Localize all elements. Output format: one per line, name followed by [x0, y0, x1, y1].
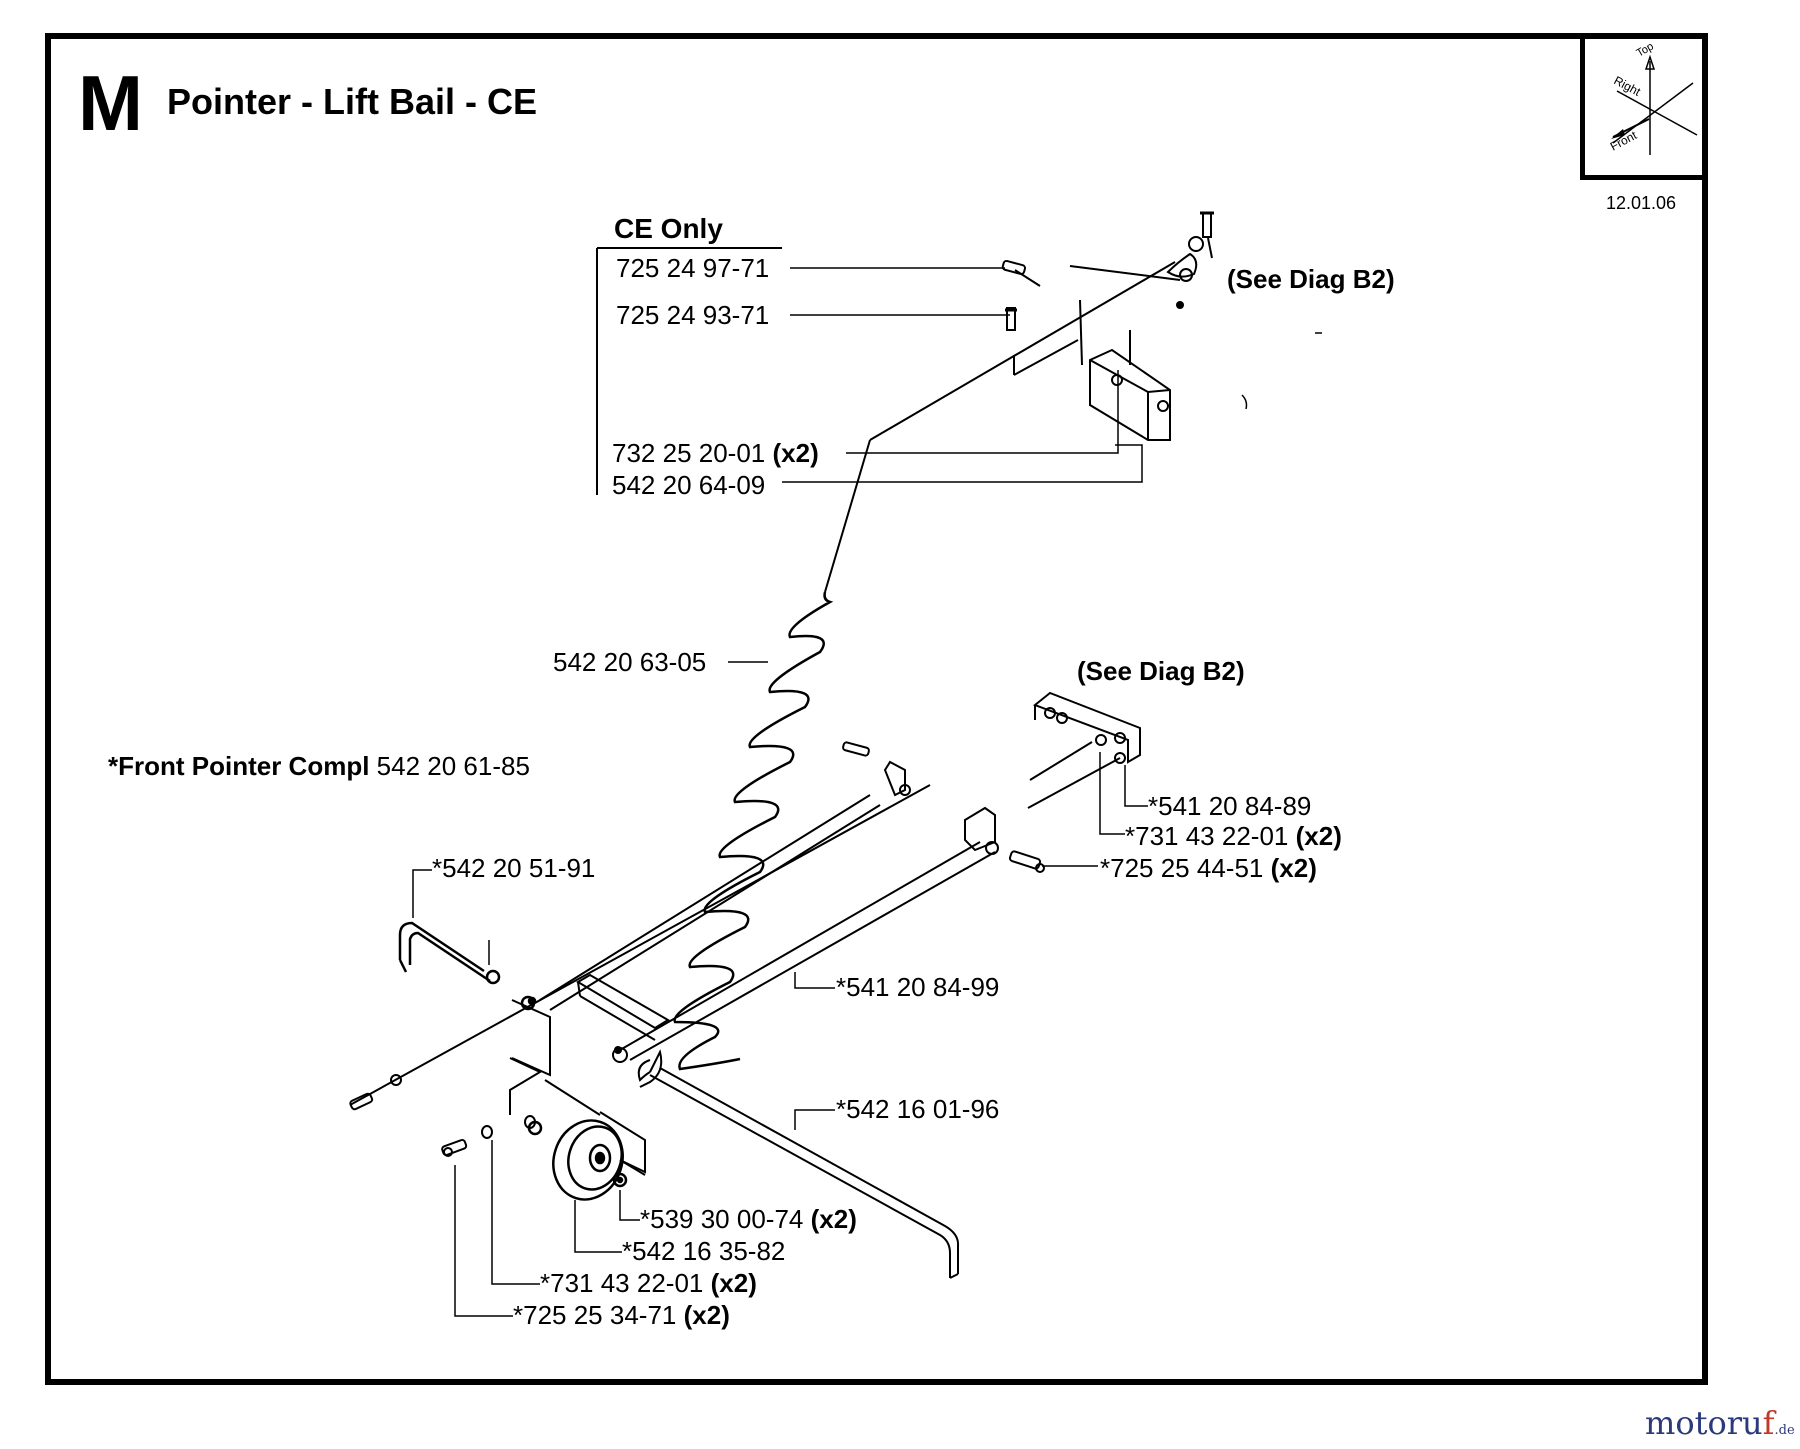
part-number-label: 732 25 20-01 (x2)	[612, 438, 819, 468]
quantity-label: (x2)	[683, 1300, 730, 1330]
orientation-compass-icon: Top Right Front	[1608, 40, 1698, 155]
leader-lines-top	[728, 267, 1143, 663]
part-number-label: *541 20 84-89	[1148, 791, 1312, 821]
see-diagram-note: (See Diag B2)	[1077, 656, 1245, 686]
part-number-label: 725 24 97-71	[616, 253, 770, 283]
page-title: Pointer - Lift Bail - CE	[167, 81, 538, 122]
bracket-icon	[1089, 348, 1171, 441]
part-number-label: *541 20 84-99	[836, 972, 1000, 1002]
part-number-label: *731 43 22-01 (x2)	[540, 1268, 757, 1298]
bottom-fasteners-icon	[441, 1115, 536, 1157]
ce-only-heading: CE Only	[614, 213, 723, 244]
right-bracket-icon	[1027, 691, 1141, 809]
quantity-label: (x2)	[772, 438, 819, 468]
orientation-box: Top Right Front	[1580, 33, 1708, 180]
brand-watermark: motoruf.de	[1645, 1404, 1795, 1442]
part-number-label: *731 43 22-01 (x2)	[1125, 821, 1342, 851]
part-number-label: 725 24 93-71	[616, 300, 770, 330]
part-number-label: *542 16 35-82	[622, 1236, 786, 1266]
ce-bracket-lines	[596, 247, 782, 495]
section-letter: M	[78, 59, 143, 147]
quantity-label: (x2)	[1270, 853, 1317, 883]
part-number-label: *725 25 44-51 (x2)	[1100, 853, 1317, 883]
lower-assembly	[349, 999, 960, 1279]
top-fasteners-icon	[1001, 211, 1322, 410]
part-number-label: 542 20 64-09	[612, 470, 766, 500]
quantity-label: (x2)	[710, 1268, 757, 1298]
handle-icon	[398, 921, 537, 1011]
leader-lines-bottom	[454, 1140, 640, 1317]
leader-lines-left	[412, 869, 835, 1130]
see-diagram-note: (See Diag B2)	[1227, 264, 1395, 294]
part-number-label: *542 20 51-91	[432, 853, 596, 883]
diagram-frame	[45, 33, 1708, 1385]
part-number-label: *542 16 01-96	[836, 1094, 1000, 1124]
quantity-label: (x2)	[810, 1204, 857, 1234]
wheel-icon	[527, 1119, 628, 1201]
part-number-label: *539 30 00-74 (x2)	[640, 1204, 857, 1234]
front-pointer-label: *Front Pointer Compl 542 20 61-85	[108, 751, 530, 781]
cross-bar-icon	[576, 973, 670, 1041]
revision-date: 12.01.06	[1606, 193, 1677, 213]
part-number-label: *725 25 34-71 (x2)	[513, 1300, 730, 1330]
quantity-label: (x2)	[1295, 821, 1342, 851]
lift-bail-rods	[349, 741, 1045, 1106]
part-number-label: 542 20 63-05	[553, 647, 707, 677]
leader-lines-right	[1042, 752, 1148, 867]
